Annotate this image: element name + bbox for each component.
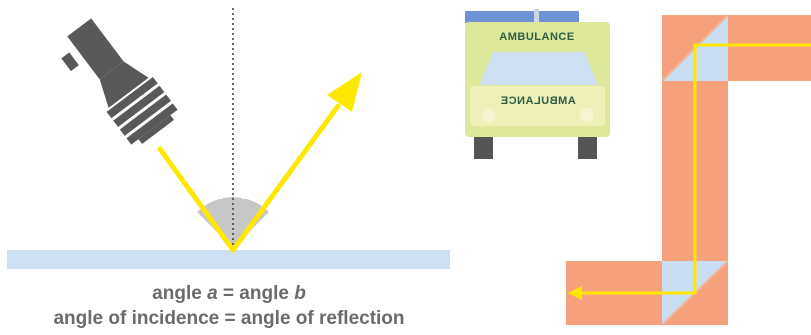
reflection-panel: a b angle a = angle b angle of incidence…: [7, 8, 450, 329]
ambulance-headlight-left: [482, 108, 496, 122]
ambulance-wheel-left: [474, 132, 493, 159]
angle-sector: [197, 197, 269, 248]
reflected-ray-arrowhead: [327, 72, 362, 112]
flashlight-icon: [61, 18, 178, 145]
incident-ray: [157, 146, 236, 253]
periscope-diagram: [566, 14, 811, 326]
caption-line-1: angle a = angle b: [152, 283, 306, 304]
ambulance-mirrored-text: AMBULANCE: [500, 95, 575, 107]
angle-b-label: b: [242, 184, 252, 203]
ambulance-light-right: [539, 11, 579, 23]
ambulance-light-left: [465, 11, 534, 23]
reflected-ray: [230, 103, 341, 253]
ambulance-bumper: [470, 86, 605, 126]
ambulance-windshield: [479, 52, 598, 85]
ambulance-icon: AMBULANCE AMBULANCE: [465, 9, 610, 159]
mirror-surface: [7, 250, 450, 269]
periscope-light-path: [582, 43, 811, 295]
ambulance-wheel-right: [578, 132, 597, 159]
caption-line-2: angle of incidence = angle of reflection: [53, 308, 404, 329]
ambulance-headlight-right: [580, 108, 594, 122]
ambulance-front-text: AMBULANCE: [499, 31, 574, 43]
angle-a-label: a: [213, 184, 222, 203]
periscope-light-arrowhead: [568, 286, 582, 300]
